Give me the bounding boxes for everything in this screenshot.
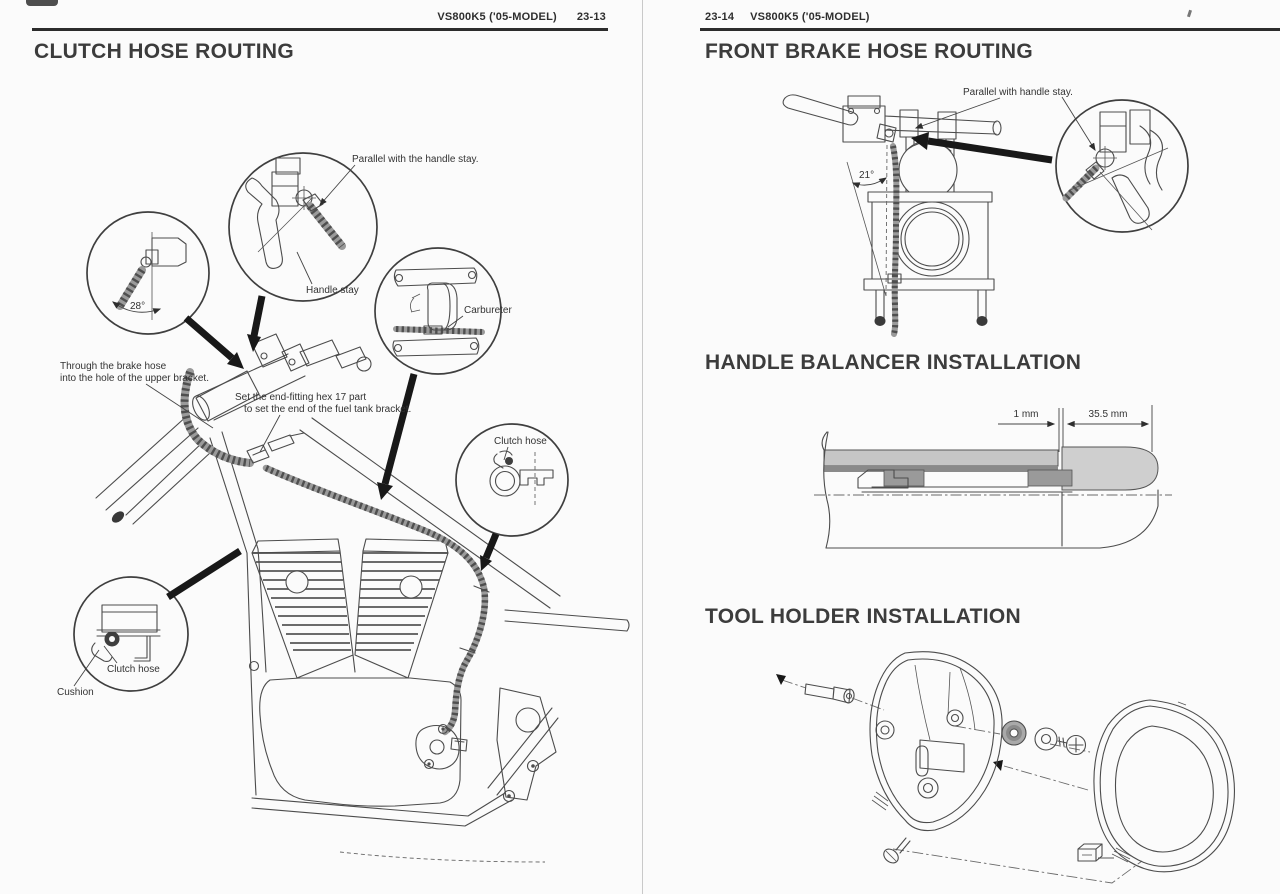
detail-circle-cushion: Clutch hose (73, 548, 242, 692)
detail-circle-handle-stay: Parallel with the handle stay. Handle st… (228, 152, 479, 352)
detail-circle-clutch-hose-clamp: Clutch hose (455, 423, 569, 571)
callout-through-brake-hose: Through the brake hose into the hole of … (60, 361, 214, 429)
page-divider (642, 0, 643, 894)
label-clutch-hose-clamp: Clutch hose (494, 436, 547, 447)
fork-tip (111, 511, 125, 523)
detail-circle-front-brake (1055, 99, 1189, 233)
handle-balancer-title: HANDLE BALANCER INSTALLATION (705, 351, 1082, 374)
right-page-header: 23-14 VS800K5 ('05-MODEL) (705, 11, 870, 23)
label-handle-stay: Handle stay (306, 285, 359, 296)
tool-holder-bracket (869, 651, 1003, 832)
tool-holder-title: TOOL HOLDER INSTALLATION (705, 605, 1021, 628)
clutch-hose-routing-diagram: Parallel with the handle stay. Handle st… (57, 152, 630, 863)
frame-side-cover (1093, 699, 1235, 873)
label-end-fitting-line2: to set the end of the fuel tank bracket. (244, 404, 411, 415)
scan-artifact (26, 0, 58, 6)
front-brake-title: FRONT BRAKE HOSE ROUTING (705, 40, 1034, 63)
label-through-line1: Through the brake hose (60, 361, 167, 372)
label-21-degrees: 21° (859, 170, 874, 181)
cylinder-boss (285, 570, 309, 594)
callout-end-fitting: Set the end-fitting hex 17 part to set t… (235, 392, 411, 453)
right-header-model: VS800K5 ('05-MODEL) (750, 11, 870, 23)
label-clutch-hose-cushion: Clutch hose (107, 664, 160, 675)
right-page-number: 23-14 (705, 11, 735, 23)
motorcycle-frame-drawing (95, 333, 630, 863)
front-brake-hose-diagram: 21° Parallel with handle stay. (782, 87, 1189, 337)
label-cushion: Cushion (57, 687, 94, 698)
right-header-rule (700, 28, 1280, 31)
label-end-fitting-line1: Set the end-fitting hex 17 part (235, 392, 366, 403)
label-dim-1mm: 1 mm (1014, 409, 1039, 420)
tool-holder-diagram (776, 651, 1235, 884)
label-through-line2: into the hole of the upper bracket. (60, 373, 209, 384)
left-page-header: VS800K5 ('05-MODEL) 23-13 (32, 11, 606, 23)
clutch-release-mechanism (415, 723, 468, 770)
label-dim-35-5mm: 35.5 mm (1089, 409, 1128, 420)
label-28-degrees: 28° (130, 301, 145, 312)
label-parallel-handle-stay-right: Parallel with handle stay. (963, 87, 1073, 98)
left-header-rule (32, 28, 608, 31)
label-carbureter: Carbureter (464, 305, 512, 316)
label-parallel-handle-stay: Parallel with the handle stay. (352, 154, 479, 165)
detail-circle-28-degrees: 28° (86, 211, 244, 369)
left-page-number: 23-13 (576, 11, 606, 23)
left-header-model: VS800K5 ('05-MODEL) (437, 11, 557, 23)
detail-circle-carbureter: Carbureter (374, 247, 512, 500)
clutch-hose-routing-title: CLUTCH HOSE ROUTING (34, 40, 295, 63)
cylinder-boss (399, 575, 423, 599)
handle-balancer-diagram: 1 mm 35.5 mm (814, 405, 1172, 549)
